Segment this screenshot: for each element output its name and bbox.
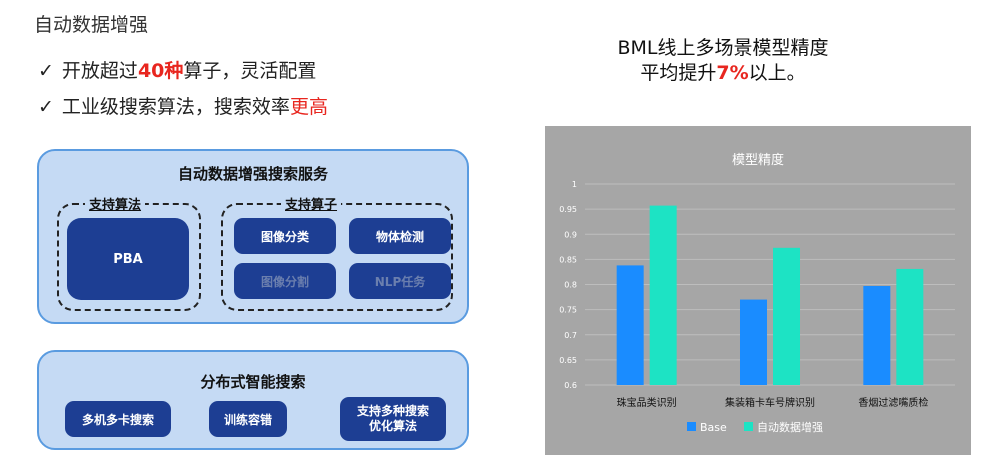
heading-line: 平均提升7%以上。 <box>560 61 886 86</box>
y-tick-label: 0.85 <box>559 255 577 264</box>
panel-title: 分布式智能搜索 <box>200 373 306 391</box>
button-line: 支持多种搜索 <box>356 404 429 418</box>
bullet-highlight: 更高 <box>289 96 328 118</box>
x-category-label: 香烟过滤嘴质检 <box>858 396 928 409</box>
multi-algorithm-button[interactable]: 支持多种搜索 优化算法 <box>340 397 446 441</box>
operator-nlp-task-button[interactable]: NLP任务 <box>349 263 451 299</box>
legend-label: 自动数据增强 <box>757 420 823 434</box>
bullet-text: 工业级搜索算法，搜索效率 <box>61 96 290 118</box>
y-tick-label: 0.7 <box>564 331 577 340</box>
legend-label: Base <box>700 421 727 434</box>
bar-augmented <box>773 247 800 385</box>
model-accuracy-chart: 模型精度 0.6 0.65 0.7 0.75 0.8 0.85 0.9 0.95 1 珠宝品类识别 集… <box>545 126 971 455</box>
chart-svg: 模型精度 0.6 0.65 0.7 0.75 0.8 0.85 0.9 0.95 1 珠宝品类识别 集… <box>559 152 955 434</box>
bullet-text: 开放超过 <box>61 60 138 82</box>
y-tick-label: 0.95 <box>559 205 577 214</box>
legend-swatch <box>744 422 753 431</box>
heading-line: BML线上多场景模型精度 <box>617 37 829 59</box>
bar-base <box>863 286 891 385</box>
bar-augmented <box>896 268 924 385</box>
bar-base <box>616 265 644 385</box>
bullet-highlight: 40种 <box>137 60 184 82</box>
group-label: 支持算法 <box>85 194 146 213</box>
accuracy-heading: BML线上多场景模型精度 平均提升7%以上。 <box>560 36 886 86</box>
bar-augmented <box>649 205 677 385</box>
section-title: 自动数据增强 <box>34 14 149 36</box>
x-category-label: 集装箱卡车号牌识别 <box>725 396 815 409</box>
augmentation-search-service-panel: 自动数据增强搜索服务 支持算法 PBA 支持算子 图像分类 物体检测 图像分割 … <box>37 149 469 324</box>
distributed-search-panel: 分布式智能搜索 多机多卡搜索 训练容错 支持多种搜索 优化算法 <box>37 350 469 450</box>
algorithm-pba-button[interactable]: PBA <box>67 218 189 300</box>
legend-swatch <box>687 422 696 431</box>
operator-object-detection-button[interactable]: 物体检测 <box>349 218 451 254</box>
group-label: 支持算子 <box>281 194 342 213</box>
multi-machine-search-button[interactable]: 多机多卡搜索 <box>65 401 171 437</box>
y-tick-label: 0.65 <box>559 356 577 365</box>
improvement-percent: 7% <box>716 62 749 84</box>
chart-title: 模型精度 <box>732 152 784 168</box>
y-tick-label: 0.6 <box>564 381 577 390</box>
x-category-label: 珠宝品类识别 <box>617 396 677 409</box>
y-tick-label: 0.75 <box>559 306 577 315</box>
button-line: 优化算法 <box>368 419 417 433</box>
operator-image-segmentation-button[interactable]: 图像分割 <box>234 263 336 299</box>
feature-bullet-search: ✓ 工业级搜索算法，搜索效率更高 <box>38 92 328 119</box>
y-tick-label: 0.8 <box>564 281 577 290</box>
check-icon: ✓ <box>38 60 54 82</box>
bar-base <box>740 299 767 385</box>
heading-text: 平均提升 <box>640 62 717 84</box>
panel-title: 自动数据增强搜索服务 <box>177 165 328 183</box>
y-tick-label: 1 <box>572 180 577 189</box>
supported-operators-group: 支持算子 图像分类 物体检测 图像分割 NLP任务 <box>221 194 453 311</box>
y-tick-label: 0.9 <box>564 230 577 239</box>
supported-algorithms-group: 支持算法 PBA <box>57 194 201 311</box>
heading-text: 以上。 <box>748 62 806 84</box>
bullet-text: 算子，灵活配置 <box>183 60 317 82</box>
operator-image-classification-button[interactable]: 图像分类 <box>234 218 336 254</box>
check-icon: ✓ <box>38 96 54 118</box>
feature-bullet-operators: ✓ 开放超过40种算子，灵活配置 <box>38 56 316 83</box>
fault-tolerance-button[interactable]: 训练容错 <box>209 401 287 437</box>
